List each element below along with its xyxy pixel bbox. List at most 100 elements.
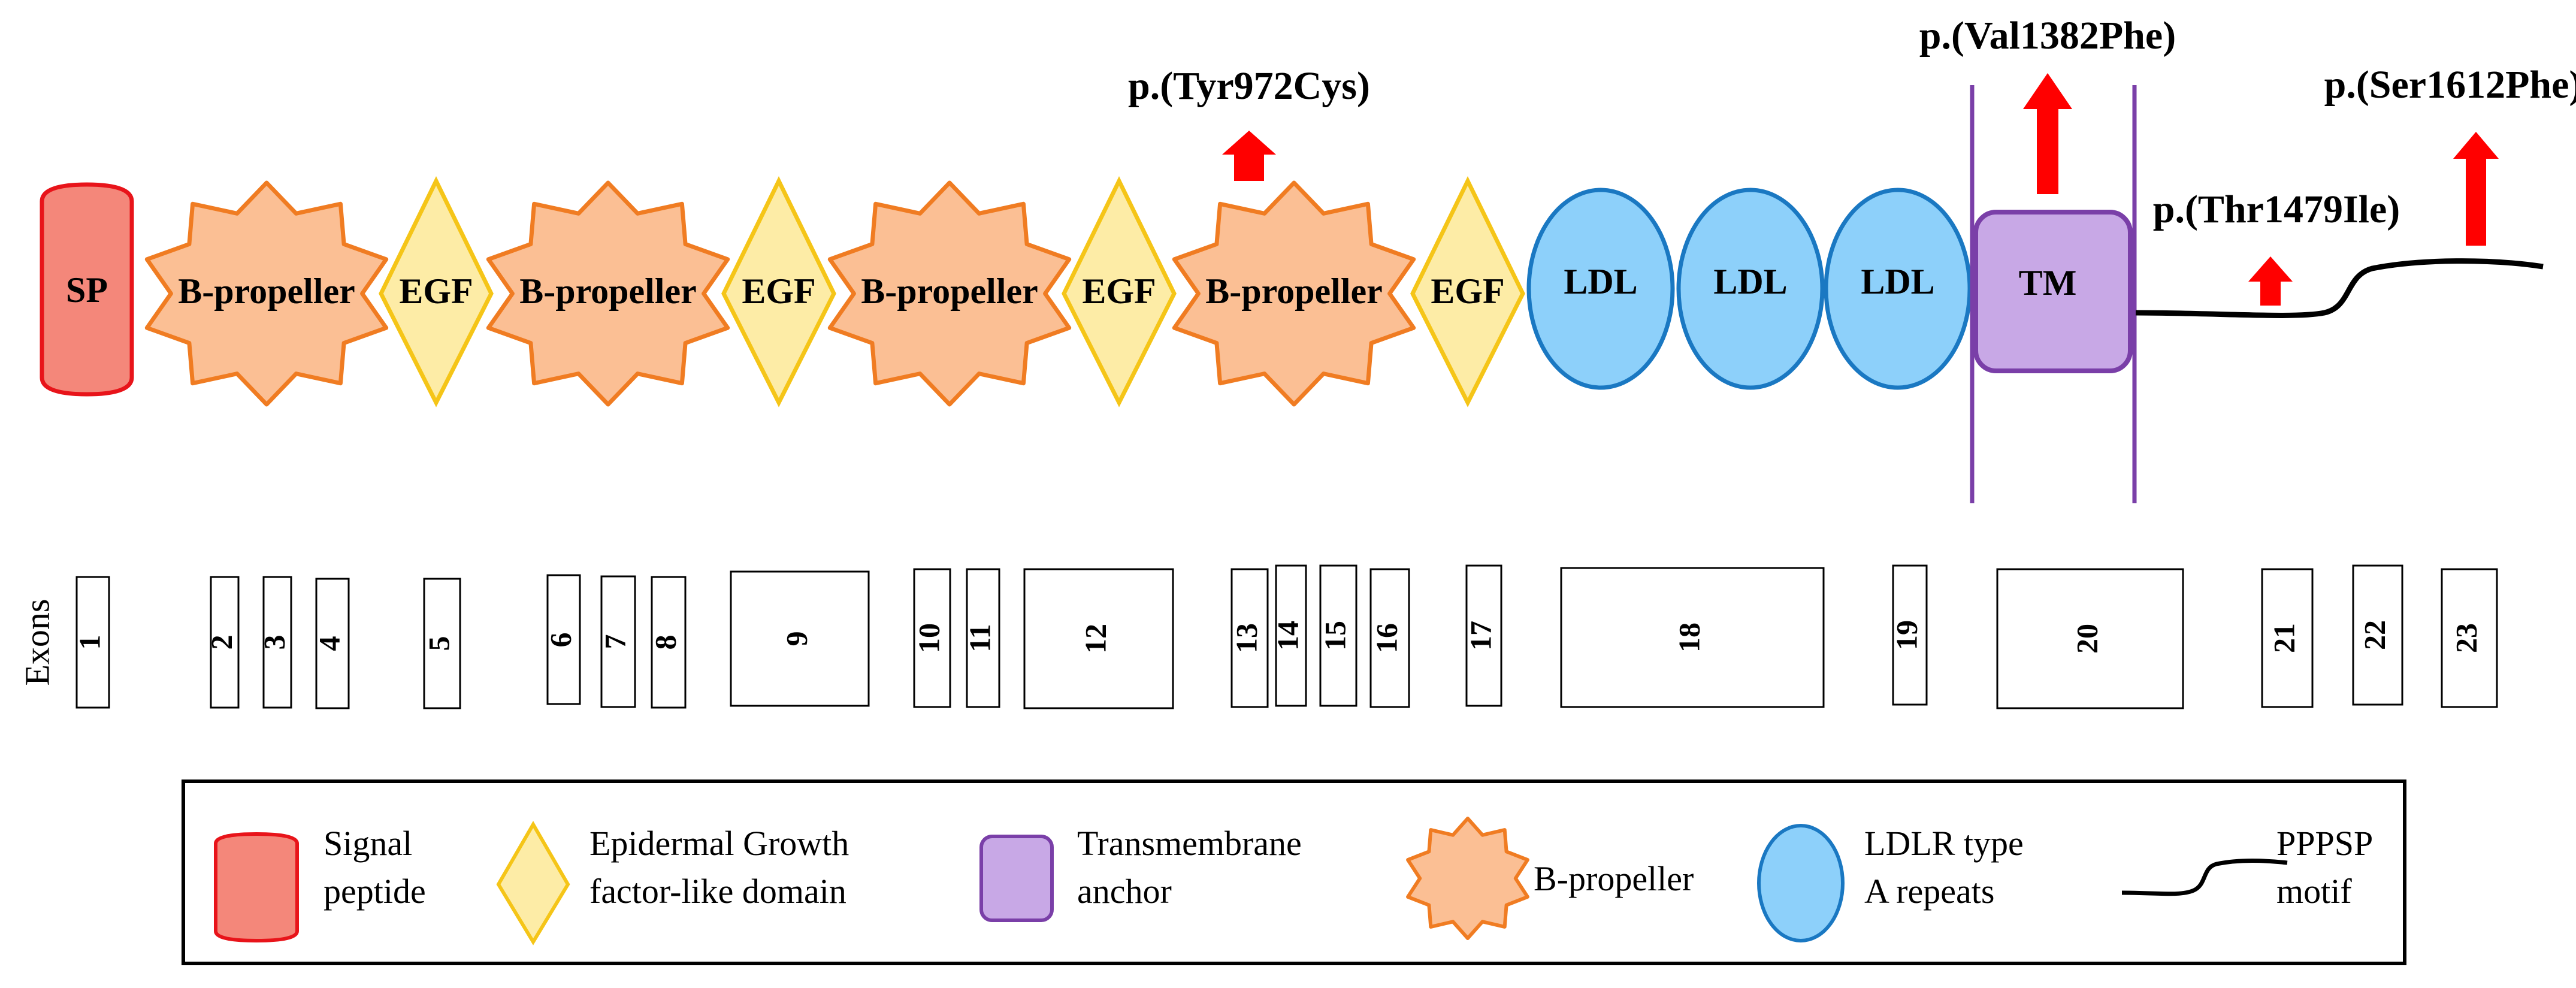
legend-label-line2: motif — [2276, 872, 2352, 911]
exon-number: 2 — [204, 635, 238, 650]
exon-box: 12 — [1023, 568, 1174, 709]
legend-label-line1: PPPSP — [2276, 824, 2373, 863]
legend-label-line1: LDLR type — [1864, 824, 2024, 863]
mutation-label: p.(Val1382Phe) — [1919, 14, 2176, 58]
exon-number: 3 — [257, 635, 291, 650]
exon-number: 5 — [422, 636, 455, 651]
domain-label: TM — [2019, 263, 2077, 303]
legend-label-line1: Signal — [323, 824, 412, 863]
mutation-marker: p.(Tyr972Cys) — [1128, 64, 1370, 181]
domain-label: LDL — [1861, 262, 1934, 301]
legend: Signal peptide Epidermal Growth factor-l… — [182, 779, 2406, 965]
exon-box: 2 — [204, 576, 240, 709]
exon-number: 19 — [1889, 620, 1923, 650]
exon-box: 22 — [2352, 564, 2403, 706]
exon-number: 7 — [598, 635, 631, 649]
domain-b-propeller: B-propeller — [1172, 180, 1416, 407]
egf-shape — [1410, 176, 1525, 407]
domain-egf: EGF — [1062, 176, 1177, 407]
exon-row: Exons 1 2 3 4 5 6 7 8 9 10 11 12 13 14 1… — [17, 564, 2498, 709]
signal-peptide-icon — [214, 832, 299, 943]
domain-label: LDL — [1564, 262, 1637, 301]
domain-b-propeller: B-propeller — [486, 180, 730, 407]
exon-box: 13 — [1229, 568, 1269, 708]
legend-label-line2: anchor — [1077, 872, 1172, 911]
domain-ldl: LDL — [1526, 188, 1675, 390]
exon-number: 4 — [312, 636, 346, 651]
egf-shape — [1062, 176, 1177, 407]
mutation-label: p.(Ser1612Phe) — [2324, 63, 2576, 107]
mutation-label: p.(Tyr972Cys) — [1128, 64, 1370, 108]
legend-label-line2: A repeats — [1864, 872, 1994, 911]
signal-peptide-shape — [40, 182, 134, 397]
domain-egf: EGF — [379, 176, 494, 407]
mutation-arrow — [1222, 131, 1276, 181]
exon-number: 18 — [1672, 623, 1706, 652]
domain-label: EGF — [399, 271, 473, 311]
legend-label-line2: peptide — [323, 872, 426, 911]
ldl-icon — [1757, 824, 1845, 942]
exon-box: 20 — [1996, 568, 2184, 709]
exon-box: 16 — [1369, 568, 1410, 708]
b-propeller-icon — [1406, 817, 1529, 940]
exon-box: 6 — [543, 574, 581, 705]
legend-item-ldl: LDLR type A repeats — [1757, 824, 2024, 942]
ldl-shape — [1526, 188, 1675, 390]
legend-item-pppsp: PPPSP motif — [2121, 824, 2373, 911]
exon-number: 12 — [1078, 624, 1112, 654]
exon-box: 14 — [1271, 564, 1307, 707]
exon-box: 8 — [648, 576, 687, 709]
egf-shape — [721, 176, 836, 407]
exon-number: 17 — [1464, 621, 1497, 651]
exon-box: 15 — [1318, 564, 1357, 707]
domain-ldl: LDL — [1676, 188, 1825, 390]
domain-label: B-propeller — [861, 271, 1038, 311]
transmembrane-shape — [1973, 210, 2133, 373]
exon-box: 18 — [1560, 567, 1825, 708]
domain-label: SP — [66, 270, 108, 310]
exon-number: 13 — [1229, 623, 1263, 653]
mutations: p.(Tyr972Cys) p.(Val1382Phe) p.(Thr1479I… — [1128, 14, 2576, 306]
mutation-arrow — [2453, 132, 2499, 246]
exon-number: 6 — [543, 633, 577, 648]
exon-box: 9 — [730, 570, 870, 707]
ldl-shape — [1676, 188, 1825, 390]
exon-number: 16 — [1369, 623, 1403, 653]
exon-box: 1 — [72, 576, 110, 709]
domain-label: B-propeller — [178, 271, 355, 311]
domain-egf: EGF — [721, 176, 836, 407]
exon-box: 23 — [2441, 568, 2498, 708]
exon-number: 11 — [963, 624, 996, 652]
egf-shape — [379, 176, 494, 407]
legend-item-b-propeller: B-propeller — [1406, 817, 1694, 940]
legend-label-line1: Transmembrane — [1077, 824, 1302, 863]
b-propeller-shape — [827, 180, 1072, 407]
b-propeller-shape — [1172, 180, 1416, 407]
exon-number: 21 — [2267, 623, 2300, 653]
ldl-shape — [1824, 188, 1972, 390]
b-propeller-shape — [144, 180, 389, 407]
exon-box: 17 — [1464, 564, 1502, 707]
exon-box: 11 — [963, 568, 1000, 708]
domain-egf: EGF — [1410, 176, 1525, 407]
legend-label-line1: Epidermal Growth — [589, 824, 849, 863]
legend-item-transmembrane: Transmembrane anchor — [979, 824, 1302, 922]
exon-box: 10 — [912, 568, 951, 708]
exon-box: 4 — [312, 578, 350, 709]
domain-signal-peptide: SP — [40, 182, 134, 397]
domain-label: LDL — [1713, 262, 1787, 301]
exon-number: 20 — [2070, 624, 2103, 654]
domain-ldl: LDL — [1824, 188, 1972, 390]
legend-label-line1: B-propeller — [1534, 859, 1694, 898]
mutation-marker: p.(Ser1612Phe) — [2324, 63, 2576, 246]
domain-transmembrane: TM — [1973, 210, 2133, 373]
legend-item-signal-peptide: Signal peptide — [214, 824, 426, 943]
exon-box: 21 — [2261, 568, 2314, 708]
mutation-marker: p.(Val1382Phe) — [1919, 14, 2176, 194]
exon-box: 7 — [598, 575, 636, 708]
exon-box: 3 — [257, 576, 292, 709]
exon-box: 5 — [422, 578, 461, 709]
mutation-arrow — [2023, 73, 2072, 194]
domain-b-propeller: B-propeller — [827, 180, 1072, 407]
